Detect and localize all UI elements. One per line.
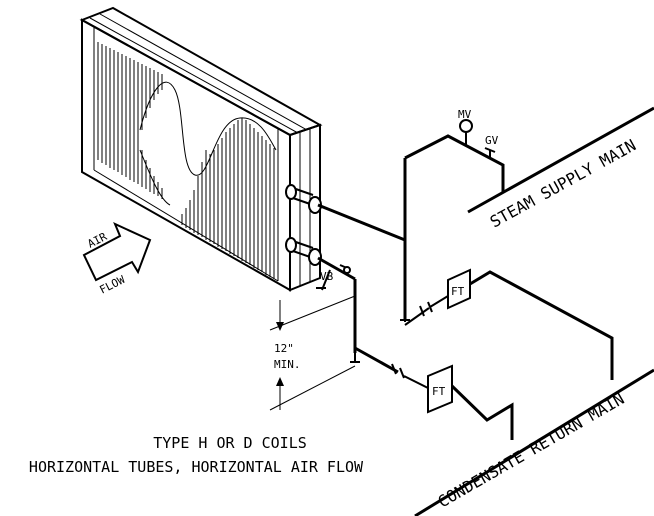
caption-line-2: HORIZONTAL TUBES, HORIZONTAL AIR FLOW <box>29 458 364 476</box>
coil-fins <box>97 42 275 279</box>
ft-upper-label: FT <box>451 285 465 298</box>
coil-connections <box>285 184 322 266</box>
condensate-main-label: CONDENSATE RETURN MAIN <box>435 389 628 511</box>
return-connection-icon <box>285 237 297 253</box>
air-flow-arrow-icon <box>82 222 152 282</box>
dim-unit: MIN. <box>274 358 301 371</box>
ft-lower-label: FT <box>432 385 446 398</box>
lower-check-valve-icon <box>391 363 405 379</box>
vb-label: VB <box>320 270 334 283</box>
caption-line-1: TYPE H OR D COILS <box>153 434 307 452</box>
coil-housing <box>79 6 323 292</box>
air-flow-arrow: AIR FLOW <box>82 222 152 297</box>
mv-label: MV <box>458 108 472 121</box>
steam-main-label: STEAM SUPPLY MAIN <box>487 135 639 231</box>
upper-trap-branch: FT <box>404 268 614 380</box>
return-piping: VB FT <box>316 256 514 440</box>
dim-value: 12" <box>274 342 294 355</box>
steam-supply-piping <box>317 119 505 322</box>
gv-label: GV <box>485 134 499 147</box>
dimension-marker: 12" MIN. <box>269 295 356 411</box>
supply-connection-icon <box>285 184 297 200</box>
mv-valve-icon <box>459 119 473 133</box>
steam-supply-main: STEAM SUPPLY MAIN <box>467 106 654 231</box>
